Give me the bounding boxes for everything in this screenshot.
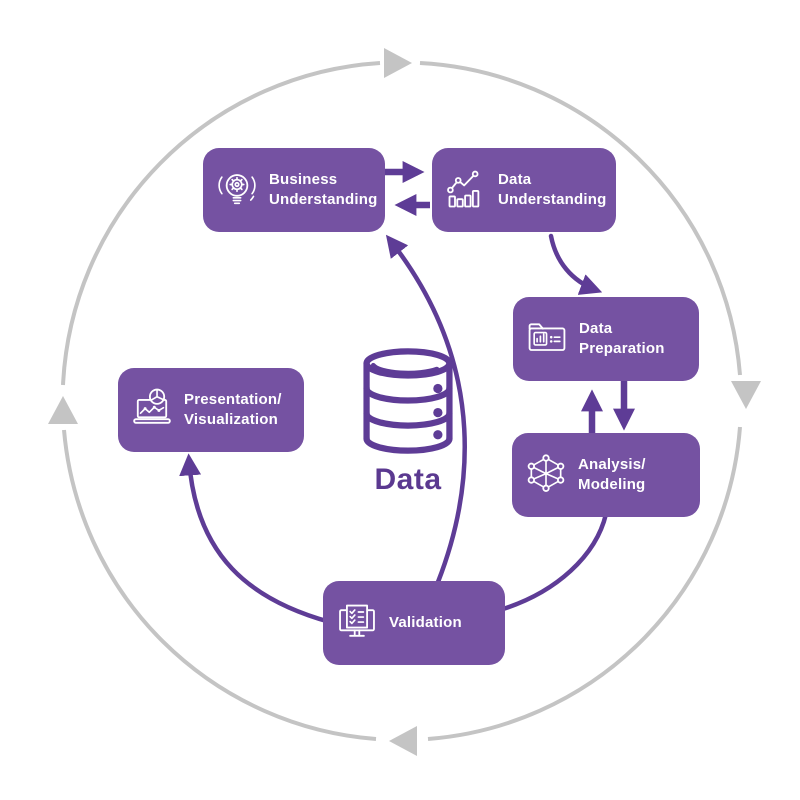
lightbulb-gear-icon bbox=[218, 174, 256, 205]
node-label: Validation bbox=[389, 614, 462, 632]
node-business-understanding: Business Understanding bbox=[203, 148, 385, 232]
outer-cycle-arrowhead-right bbox=[731, 381, 761, 409]
arrow-data-understanding-to-preparation bbox=[548, 233, 603, 295]
node-label: Data Preparation bbox=[579, 320, 665, 357]
outer-cycle-arc bbox=[419, 61, 742, 376]
outer-cycle-arc bbox=[427, 426, 742, 741]
outer-cycle-arrowhead-bottom bbox=[389, 726, 417, 756]
folder-data-icon bbox=[528, 323, 566, 351]
node-presentation-visualization: Presentation/ Visualization bbox=[118, 368, 304, 452]
arrow-validation-to-business bbox=[385, 234, 467, 585]
center-data-group: Data bbox=[352, 348, 464, 497]
center-data-label: Data bbox=[374, 463, 442, 496]
outer-cycle-arrowhead-left bbox=[48, 396, 78, 424]
node-analysis-modeling: Analysis/ Modeling bbox=[512, 433, 700, 517]
node-data-preparation: Data Preparation bbox=[513, 297, 699, 381]
node-data-understanding: Data Understanding bbox=[432, 148, 616, 232]
laptop-charts-icon bbox=[133, 388, 171, 424]
node-label: Business Understanding bbox=[269, 171, 378, 208]
checklist-monitor-icon bbox=[339, 604, 375, 637]
node-label: Presentation/ Visualization bbox=[184, 391, 282, 428]
node-label: Analysis/ Modeling bbox=[578, 456, 646, 493]
line-analysis-to-validation bbox=[500, 511, 609, 612]
outer-cycle-arc bbox=[62, 429, 377, 741]
network-cube-icon bbox=[527, 454, 565, 492]
outer-cycle-arrowhead-top bbox=[384, 48, 412, 78]
arrow-validation-to-presentation bbox=[179, 453, 333, 625]
node-validation: Validation bbox=[323, 581, 505, 665]
outer-cycle-arc bbox=[61, 61, 381, 386]
node-label: Data Understanding bbox=[498, 171, 607, 208]
chart-growth-icon bbox=[447, 170, 480, 208]
database-icon bbox=[363, 348, 453, 454]
